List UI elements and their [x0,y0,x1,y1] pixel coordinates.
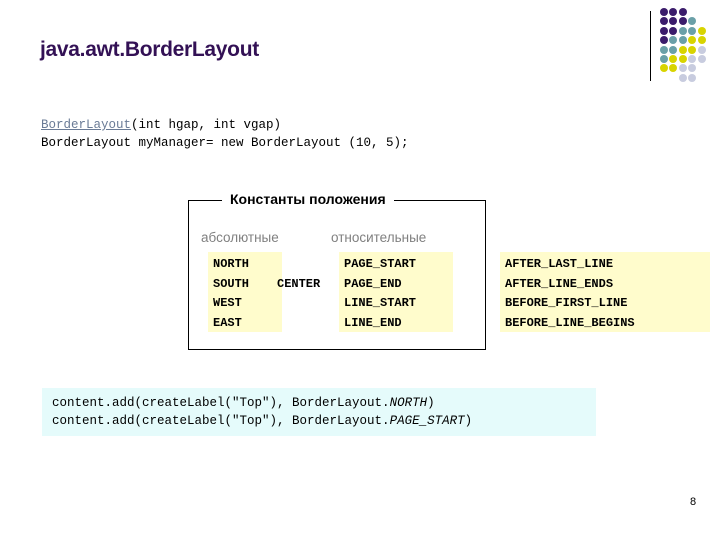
logo-dot [688,17,697,26]
logo-dot [678,26,687,35]
logo-dot [697,36,706,45]
usage-line1-constant: NORTH [389,396,428,410]
highlight-extra-constants [500,252,710,332]
borderlayout-link[interactable]: BorderLayout [41,118,132,132]
logo-dot [669,55,678,63]
logo-dot [697,45,706,54]
logo-dot [688,55,697,63]
highlight-absolute-constants [208,252,282,332]
usage-code-text: content.add(createLabel("Top"), BorderLa… [52,394,472,430]
logo-dot [678,36,687,45]
usage-line1-prefix: content.add(createLabel("Top"), BorderLa… [52,396,390,410]
center-constant-label: CENTER [277,277,321,291]
logo-dot [660,17,668,26]
page-title: java.awt.BorderLayout [40,38,259,61]
absolute-constants-list: NORTH SOUTH WEST EAST [213,257,250,330]
logo-dot [660,26,668,35]
usage-line2-suffix: ) [464,414,473,428]
usage-code-block: content.add(createLabel("Top"), BorderLa… [42,388,596,436]
page-number: 8 [690,496,697,508]
logo-dot [669,17,678,26]
relative-constants-list: PAGE_START PAGE_END LINE_START LINE_END [344,257,417,330]
logo [646,8,716,84]
constructor-signature-block: BorderLayout(int hgap, int vgap) BorderL… [41,116,409,152]
logo-dot [688,26,697,35]
logo-dot [688,36,697,45]
logo-dot [660,64,668,73]
logo-dot [669,45,678,54]
logo-dot [678,45,687,54]
logo-dot [678,73,687,82]
column-heading-relative: относительные [331,230,427,245]
logo-divider-rule [650,11,651,81]
logo-dot [669,26,678,35]
dotted-grid-logo-icon [660,8,716,84]
logo-dot [660,55,668,63]
logo-dot [669,36,678,45]
extra-constants-list: AFTER_LAST_LINE AFTER_LINE_ENDS BEFORE_F… [505,257,635,330]
logo-dot [688,45,697,54]
logo-dot [697,55,706,63]
usage-line1-suffix: ) [427,396,435,410]
logo-dot [669,64,678,73]
logo-dot [660,36,668,45]
logo-dot [678,55,687,63]
usage-line2-constant: PAGE_START [389,414,465,428]
logo-dot [678,64,687,73]
logo-dot [678,17,687,26]
constructor-declaration: BorderLayout myManager= new BorderLayout… [41,136,409,150]
logo-dot [678,8,687,16]
column-heading-absolute: абсолютные [201,230,279,245]
logo-dot [697,26,706,35]
constructor-params: (int hgap, int vgap) [131,118,282,132]
logo-dot [688,64,697,73]
constants-panel-legend: Константы положения [222,191,394,207]
logo-dot [688,73,697,82]
usage-line2-prefix: content.add(createLabel("Top"), BorderLa… [52,414,390,428]
logo-dot [669,8,678,16]
logo-dot [660,45,668,54]
highlight-relative-constants [339,252,453,332]
logo-dot [660,8,668,16]
